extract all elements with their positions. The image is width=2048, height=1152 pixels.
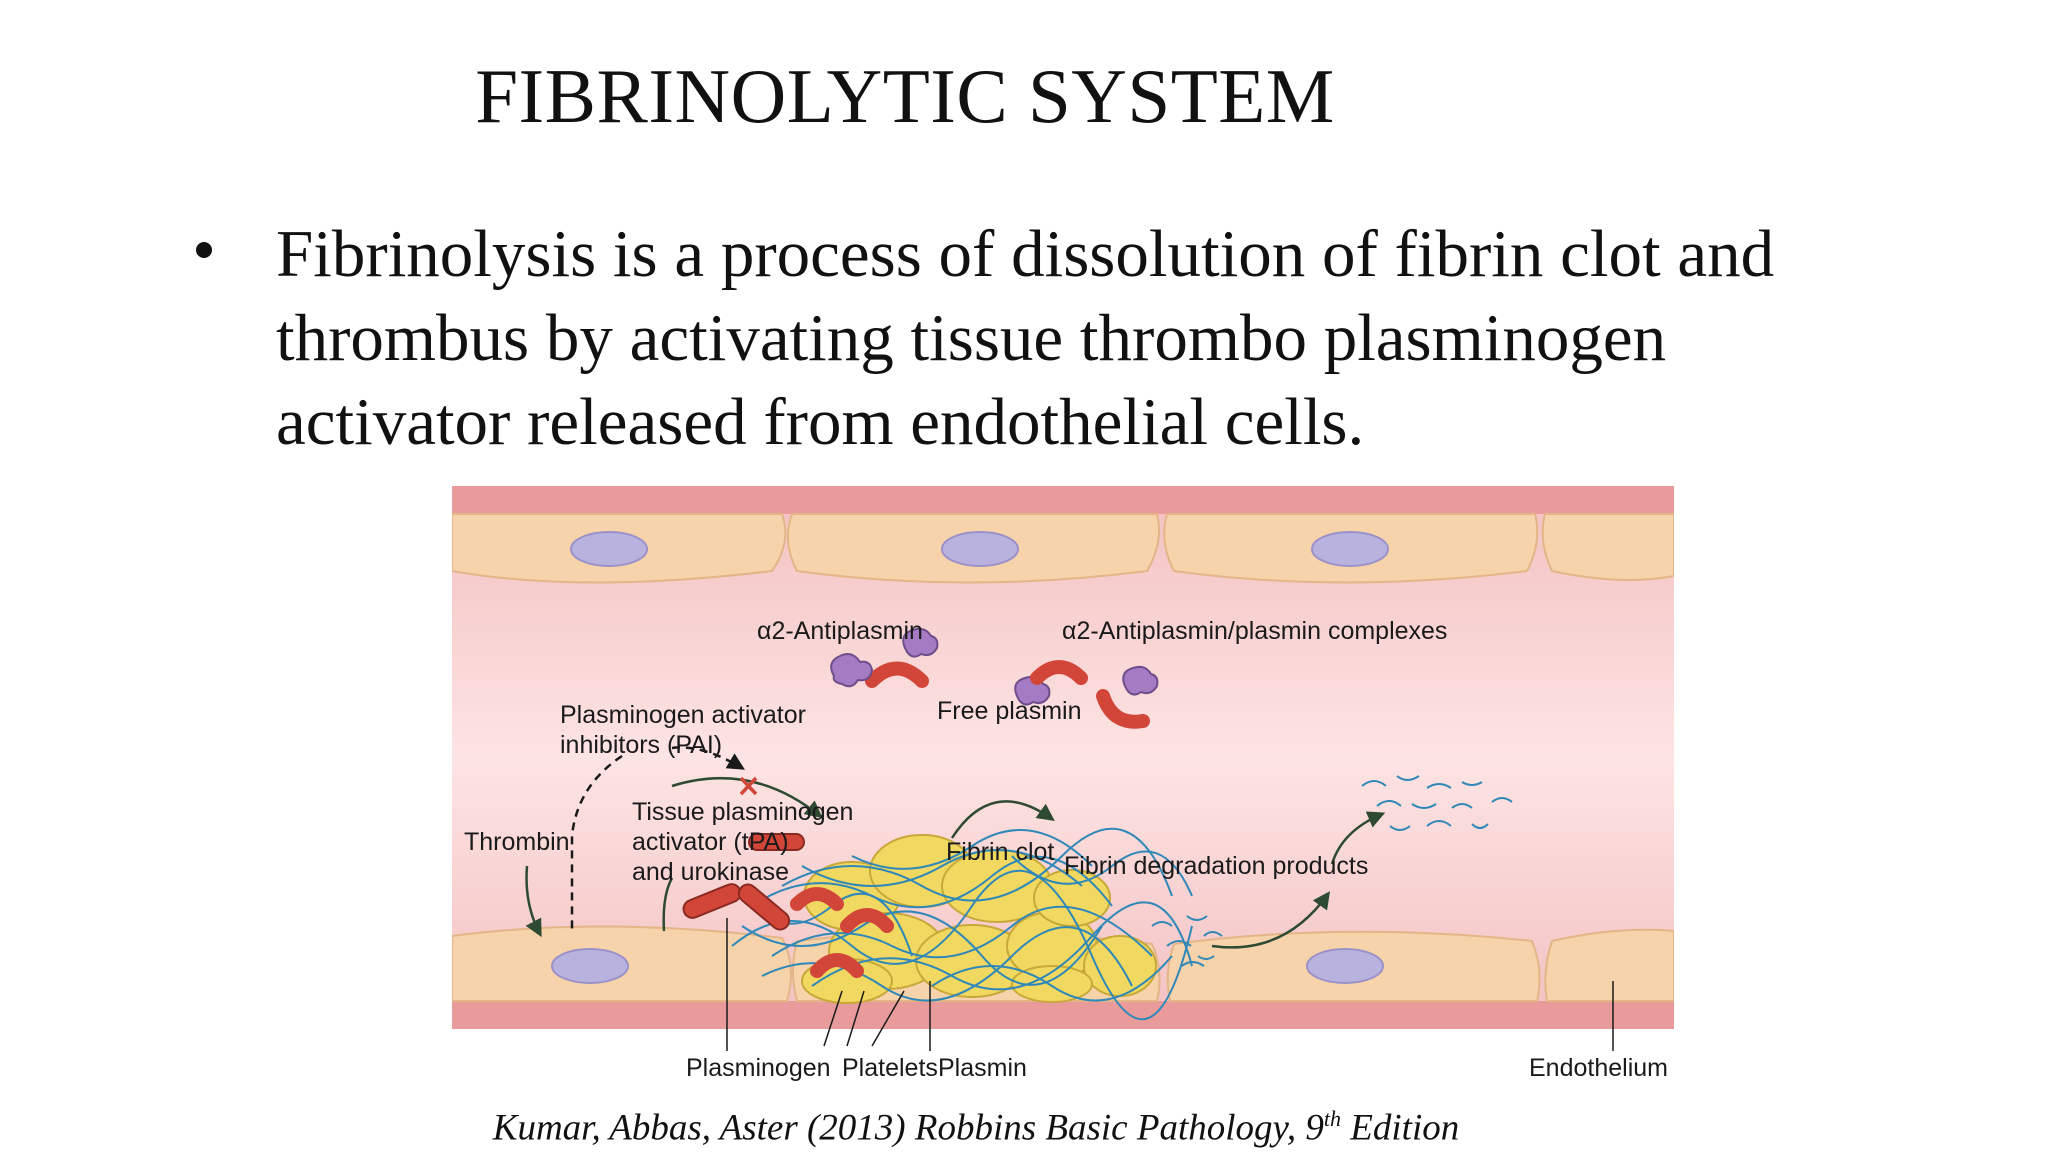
endothelium-top bbox=[452, 513, 1674, 584]
label-free-plasmin: Free plasmin bbox=[937, 697, 1082, 725]
label-complexes: α2-Antiplasmin/plasmin complexes bbox=[1062, 617, 1447, 645]
degradation-arrow bbox=[1211, 891, 1331, 949]
pai-arrow bbox=[671, 746, 746, 770]
leader-lines bbox=[726, 918, 1614, 1051]
pathway-arrows bbox=[525, 776, 1386, 949]
plasmin-molecules bbox=[790, 887, 894, 978]
fibrinolysis-diagram: α2-Antiplasmin α2-Antiplasmin/plasmin co… bbox=[452, 486, 1674, 1091]
plasmin-icon bbox=[810, 953, 864, 978]
complex-plasmin-icon bbox=[1030, 660, 1088, 685]
antiplasmin-plasmin-complexes bbox=[1030, 660, 1150, 729]
citation-main: Kumar, Abbas, Aster (2013) Robbins Basic… bbox=[492, 1107, 1324, 1149]
antiplasmin-icon bbox=[830, 653, 874, 688]
antiplasmin-icon bbox=[1122, 665, 1159, 696]
citation-superscript: th bbox=[1323, 1106, 1342, 1131]
tpa-arrow bbox=[671, 776, 823, 819]
degradation-fragments bbox=[1361, 775, 1513, 831]
complex-plasmin-icon bbox=[1096, 689, 1150, 729]
label-tpa-line2: activator (tPA) bbox=[632, 828, 789, 856]
antiplasmin-icon bbox=[902, 627, 939, 658]
vessel-wall-bottom bbox=[452, 1001, 1674, 1029]
label-thrombin: Thrombin bbox=[464, 828, 570, 856]
label-fibrin-degradation-products: Fibrin degradation products bbox=[1064, 852, 1368, 880]
nucleus-icon bbox=[941, 531, 1019, 567]
slide-title: FIBRINOLYTIC SYSTEM bbox=[475, 53, 1335, 139]
inhibition-x-icon bbox=[739, 776, 758, 796]
products-arrow bbox=[1330, 811, 1386, 865]
plasminogen-icon bbox=[748, 833, 805, 851]
fibrin-strands bbox=[731, 827, 1193, 1021]
label-plasmin: Plasmin bbox=[938, 1054, 1027, 1082]
label-platelets: Platelets bbox=[842, 1054, 938, 1082]
bullet-text: Fibrinolysis is a process of dissolution… bbox=[276, 217, 1775, 459]
label-alpha2-antiplasmin: α2-Antiplasmin bbox=[757, 617, 923, 645]
nucleus-icon bbox=[1311, 531, 1389, 567]
nucleus-icon bbox=[1306, 948, 1384, 984]
plasmin-activation-arrow bbox=[950, 800, 1055, 839]
bullet-icon bbox=[196, 242, 212, 258]
label-pai-line2: inhibitors (PAI) bbox=[560, 731, 722, 759]
label-tpa-line1: Tissue plasminogen bbox=[632, 798, 853, 826]
inhibition-paths bbox=[570, 746, 746, 934]
citation-tail: Edition bbox=[1341, 1107, 1460, 1149]
label-pai-line1: Plasminogen activator bbox=[560, 701, 806, 729]
label-endothelium: Endothelium bbox=[1529, 1054, 1668, 1082]
plasmin-icon bbox=[840, 908, 894, 933]
label-plasminogen: Plasminogen bbox=[686, 1054, 831, 1082]
nucleus-icon bbox=[570, 531, 648, 567]
label-tpa-line3: and urokinase bbox=[632, 858, 789, 886]
thrombin-arrow bbox=[525, 865, 542, 938]
endothelium-tpa-arrow bbox=[662, 877, 674, 932]
free-plasmin-icon bbox=[865, 661, 929, 688]
vessel-wall-top bbox=[452, 486, 1674, 514]
label-fibrin-clot: Fibrin clot bbox=[946, 838, 1054, 866]
nucleus-icon bbox=[551, 948, 629, 984]
plasmin-icon bbox=[790, 887, 844, 911]
plasminogen-icon bbox=[737, 883, 791, 931]
citation: Kumar, Abbas, Aster (2013) Robbins Basic… bbox=[0, 1106, 1952, 1149]
fibrin-fragments bbox=[1151, 915, 1223, 967]
plasminogen-molecules bbox=[682, 833, 805, 931]
